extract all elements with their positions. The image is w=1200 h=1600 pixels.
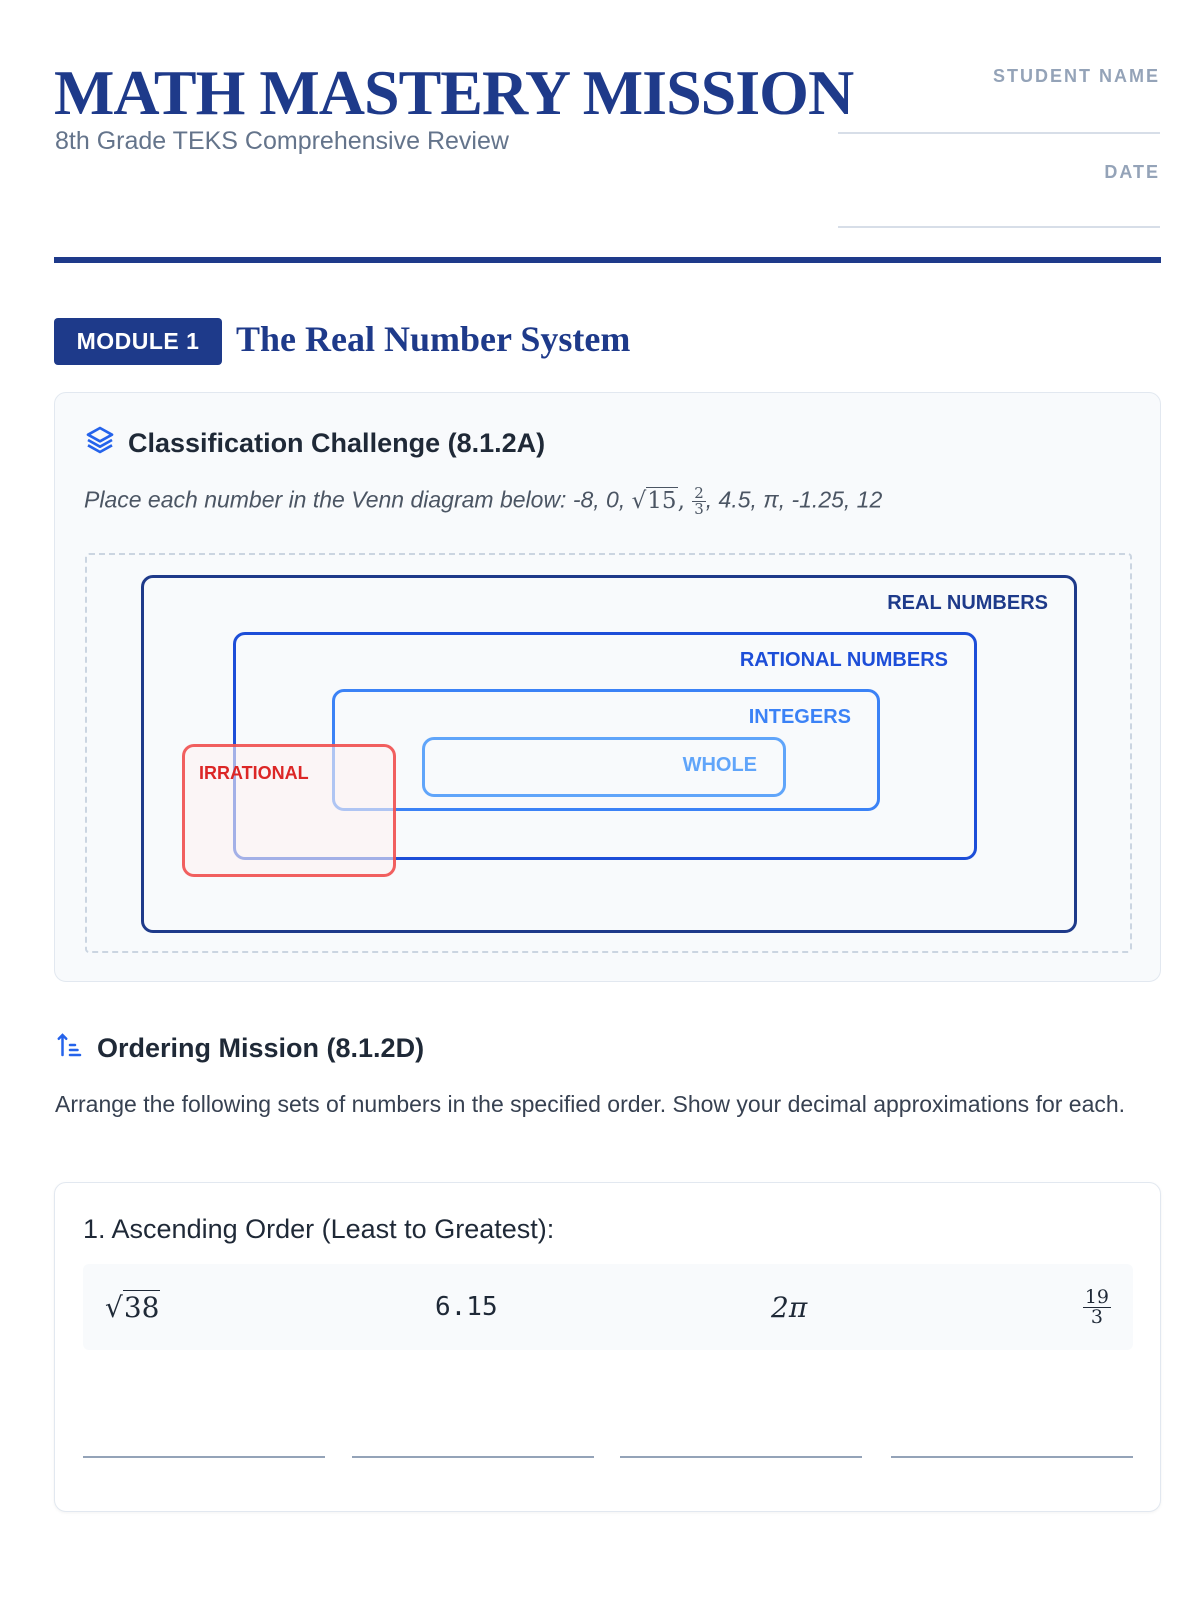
header-divider (54, 257, 1161, 263)
sqrt-15: 15 (646, 486, 678, 514)
module-title: The Real Number System (236, 319, 631, 359)
number-decimal: 6.15 (435, 1292, 498, 1322)
frac-num: 2 (692, 484, 706, 502)
number-2pi: 2π (771, 1290, 808, 1324)
whole-numbers-set[interactable]: WHOLE (422, 737, 786, 797)
whole-label: WHOLE (682, 754, 757, 776)
irrational-label: IRRATIONAL (199, 763, 309, 783)
integers-label: INTEGERS (748, 706, 851, 728)
module-badge: MODULE 1 (54, 318, 222, 365)
student-name-label: STUDENT NAME (993, 66, 1160, 86)
sqrt-38-radicand: 38 (122, 1290, 161, 1324)
classification-title: Classification Challenge (8.1.2A) (128, 428, 546, 458)
page-subtitle: 8th Grade TEKS Comprehensive Review (55, 127, 509, 155)
answer-blank-1[interactable] (83, 1456, 325, 1458)
instruction-text: Place each number in the Venn diagram be… (84, 486, 632, 513)
answer-blank-3[interactable] (620, 1456, 862, 1458)
date-label: DATE (1104, 162, 1160, 182)
fraction-numerator: 19 (1082, 1285, 1111, 1308)
ordering-heading: Ordering Mission (8.1.2D) (55, 1030, 424, 1067)
answer-blank-4[interactable] (891, 1456, 1133, 1458)
ordering-description: Arrange the following sets of numbers in… (55, 1091, 1126, 1117)
sort-ascending-icon (55, 1030, 85, 1067)
answer-blank-2[interactable] (352, 1456, 594, 1458)
frac-den: 3 (694, 500, 704, 518)
student-name-field[interactable] (838, 132, 1160, 134)
classification-instruction: Place each number in the Venn diagram be… (84, 484, 883, 518)
rational-numbers-label: RATIONAL NUMBERS (739, 649, 948, 671)
question-1-label: 1. Ascending Order (Least to Greatest): (83, 1214, 555, 1244)
date-field[interactable] (838, 226, 1160, 228)
layers-icon (84, 424, 116, 463)
real-numbers-set[interactable]: REAL NUMBERS (141, 575, 1077, 933)
venn-diagram-area[interactable]: REAL NUMBERS RATIONAL NUMBERS INTEGERS W… (85, 553, 1132, 953)
page-title: MATH MASTERY MISSION (54, 57, 854, 128)
ordering-title: Ordering Mission (8.1.2D) (97, 1033, 425, 1063)
irrational-set[interactable]: IRRATIONAL (182, 744, 396, 877)
fraction-denominator: 3 (1090, 1305, 1103, 1328)
real-numbers-label: REAL NUMBERS (887, 592, 1048, 614)
instruction-text-end: , 4.5, π, -1.25, 12 (705, 486, 883, 513)
number-sqrt-38: √38 (105, 1290, 161, 1324)
classification-heading: Classification Challenge (8.1.2A) (84, 424, 545, 463)
